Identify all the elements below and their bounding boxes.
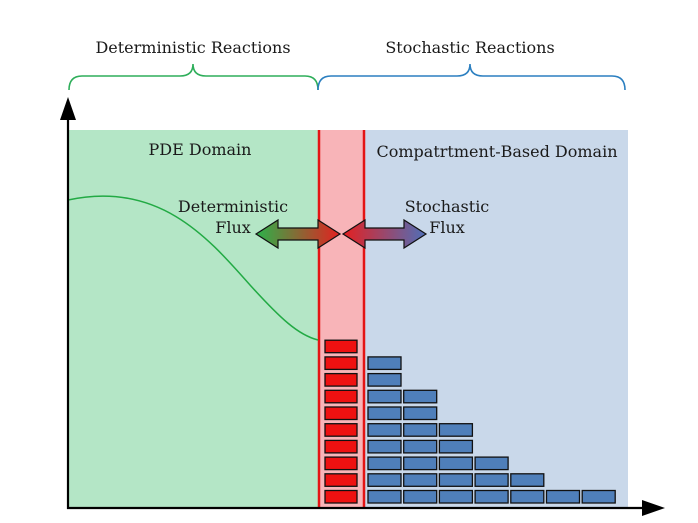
- stochastic-flux-arrow: [341, 218, 428, 250]
- stochastic-reactions-label: Stochastic Reactions: [385, 38, 554, 57]
- interface-compartment-block: [324, 356, 358, 371]
- stochastic-compartment-block: [367, 489, 402, 504]
- interface-compartment-block: [324, 406, 358, 421]
- deterministic-flux-label-line2: Flux: [215, 218, 251, 237]
- y-axis-arrowhead: [60, 97, 76, 120]
- interface-compartment-block: [324, 389, 358, 404]
- stochastic-compartment-block: [403, 439, 438, 454]
- stochastic-compartment-block: [367, 372, 402, 387]
- stochastic-compartment-block: [474, 456, 509, 471]
- stochastic-compartment-block: [403, 423, 438, 437]
- stochastic-compartment-block: [510, 473, 545, 487]
- stochastic-compartment-block: [367, 389, 402, 404]
- interface-compartment-block: [324, 439, 358, 454]
- stochastic-compartment-block: [403, 456, 438, 471]
- interface-compartment-block: [324, 456, 358, 471]
- stochastic-compartment-block: [367, 406, 402, 421]
- stochastic-compartment-block: [438, 456, 474, 471]
- stochastic-compartment-block: [438, 423, 474, 437]
- stochastic-compartment-block: [367, 439, 402, 454]
- stochastic-compartment-block: [438, 473, 474, 487]
- stochastic-compartment-block: [367, 456, 402, 471]
- stochastic-compartment-block: [438, 489, 474, 504]
- deterministic-reactions-label: Deterministic Reactions: [95, 38, 290, 57]
- stochastic-compartment-block: [403, 473, 438, 487]
- interface-compartment-block: [324, 372, 358, 387]
- pde-domain-label: PDE Domain: [149, 140, 252, 159]
- stochastic-brace: [317, 63, 626, 91]
- deterministic-flux-arrow: [254, 218, 342, 250]
- stochastic-compartment-block: [438, 439, 474, 454]
- stochastic-compartment-block: [367, 423, 402, 437]
- stochastic-compartment-block: [367, 473, 402, 487]
- stochastic-compartment-block: [510, 489, 545, 504]
- stochastic-compartment-block: [367, 356, 402, 371]
- compartment-domain-label: Compatrtment-Based Domain: [376, 142, 617, 161]
- compartment-blocks: [324, 339, 616, 504]
- stochastic-compartment-block: [581, 489, 616, 504]
- stochastic-compartment-block: [545, 489, 581, 504]
- stochastic-compartment-block: [403, 389, 438, 404]
- interface-compartment-block: [324, 423, 358, 437]
- stochastic-flux-label-line1: Stochastic: [405, 197, 490, 216]
- stochastic-compartment-block: [474, 473, 509, 487]
- stochastic-compartment-block: [474, 489, 509, 504]
- stochastic-compartment-block: [403, 489, 438, 504]
- interface-compartment-block: [324, 473, 358, 487]
- stochastic-compartment-block: [403, 406, 438, 421]
- deterministic-flux-label-line1: Deterministic: [178, 197, 288, 216]
- pde-concentration-curve: [67, 195, 319, 341]
- interface-compartment-block: [324, 489, 358, 504]
- interface-compartment-block: [324, 339, 358, 354]
- deterministic-brace: [68, 63, 319, 91]
- stochastic-flux-label-line2: Flux: [429, 218, 465, 237]
- pde-domain-region: [68, 130, 319, 508]
- x-axis-arrowhead: [642, 500, 665, 516]
